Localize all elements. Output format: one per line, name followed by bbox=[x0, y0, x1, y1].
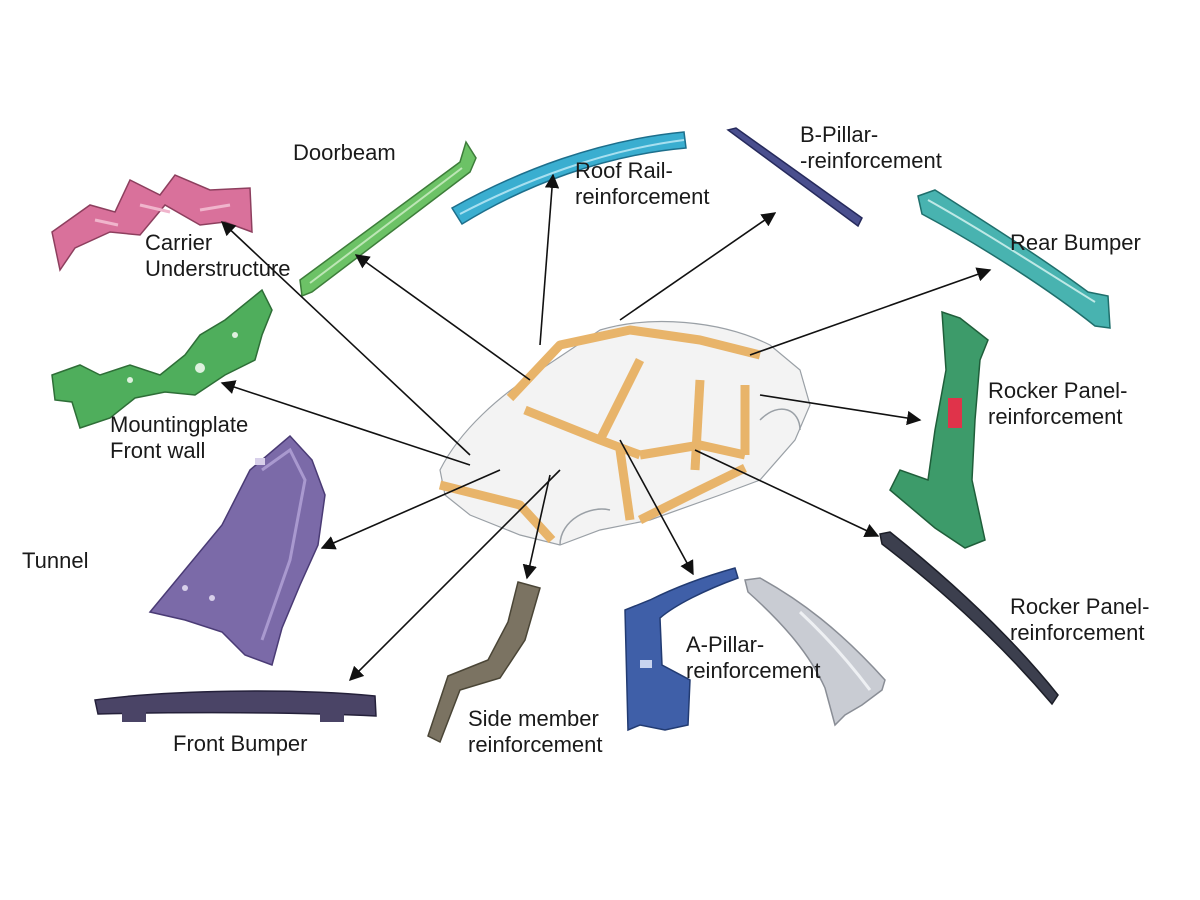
arrow-to-rocker-bottom bbox=[694, 449, 880, 538]
label-rear-bumper: Rear Bumper bbox=[1010, 230, 1141, 255]
rocker-panel-dark-part bbox=[879, 531, 1059, 706]
arrow-to-doorbeam bbox=[354, 254, 531, 381]
label-rocker-panel-bottom: Rocker Panel-reinforcement bbox=[1010, 594, 1150, 645]
tunnel-part bbox=[148, 434, 326, 666]
side-member-part bbox=[427, 581, 541, 744]
arrow-to-rear-bumper bbox=[749, 267, 992, 356]
label-roof-rail: Roof Rail-reinforcement bbox=[575, 158, 710, 209]
arrow-to-carrier bbox=[220, 221, 471, 456]
label-front-bumper: Front Bumper bbox=[173, 731, 308, 756]
label-rocker-panel-top: Rocker Panel-reinforcement bbox=[988, 378, 1128, 429]
label-doorbeam: Doorbeam bbox=[293, 140, 396, 165]
arrow-to-rocker-top bbox=[759, 394, 922, 426]
label-tunnel: Tunnel bbox=[22, 548, 89, 573]
arrow-to-front-bumper bbox=[348, 469, 561, 682]
carrier-understructure-part bbox=[51, 174, 253, 272]
front-bumper-part bbox=[94, 690, 377, 722]
roof-rail-part bbox=[450, 131, 687, 226]
arrow-to-side-member bbox=[522, 474, 551, 580]
arrow-to-a-pillar bbox=[619, 439, 694, 576]
doorbeam-part bbox=[299, 140, 477, 298]
rear-bumper-part bbox=[917, 189, 1111, 329]
arrow-to-tunnel bbox=[320, 469, 501, 550]
label-b-pillar: B-Pillar--reinforcement bbox=[800, 122, 942, 173]
arrow-to-mountingplate bbox=[220, 380, 471, 466]
a-pillar-silver-part bbox=[744, 577, 886, 727]
arrows bbox=[220, 173, 992, 682]
arrow-to-b-pillar bbox=[619, 212, 777, 321]
mountingplate-part bbox=[51, 288, 273, 429]
rocker-panel-green-part bbox=[889, 310, 989, 549]
label-a-pillar: A-Pillar-reinforcement bbox=[686, 632, 821, 683]
arrow-to-roof-rail bbox=[539, 173, 560, 346]
b-pillar-part bbox=[726, 127, 863, 228]
car-body bbox=[438, 320, 811, 546]
a-pillar-blue-part bbox=[624, 567, 739, 732]
